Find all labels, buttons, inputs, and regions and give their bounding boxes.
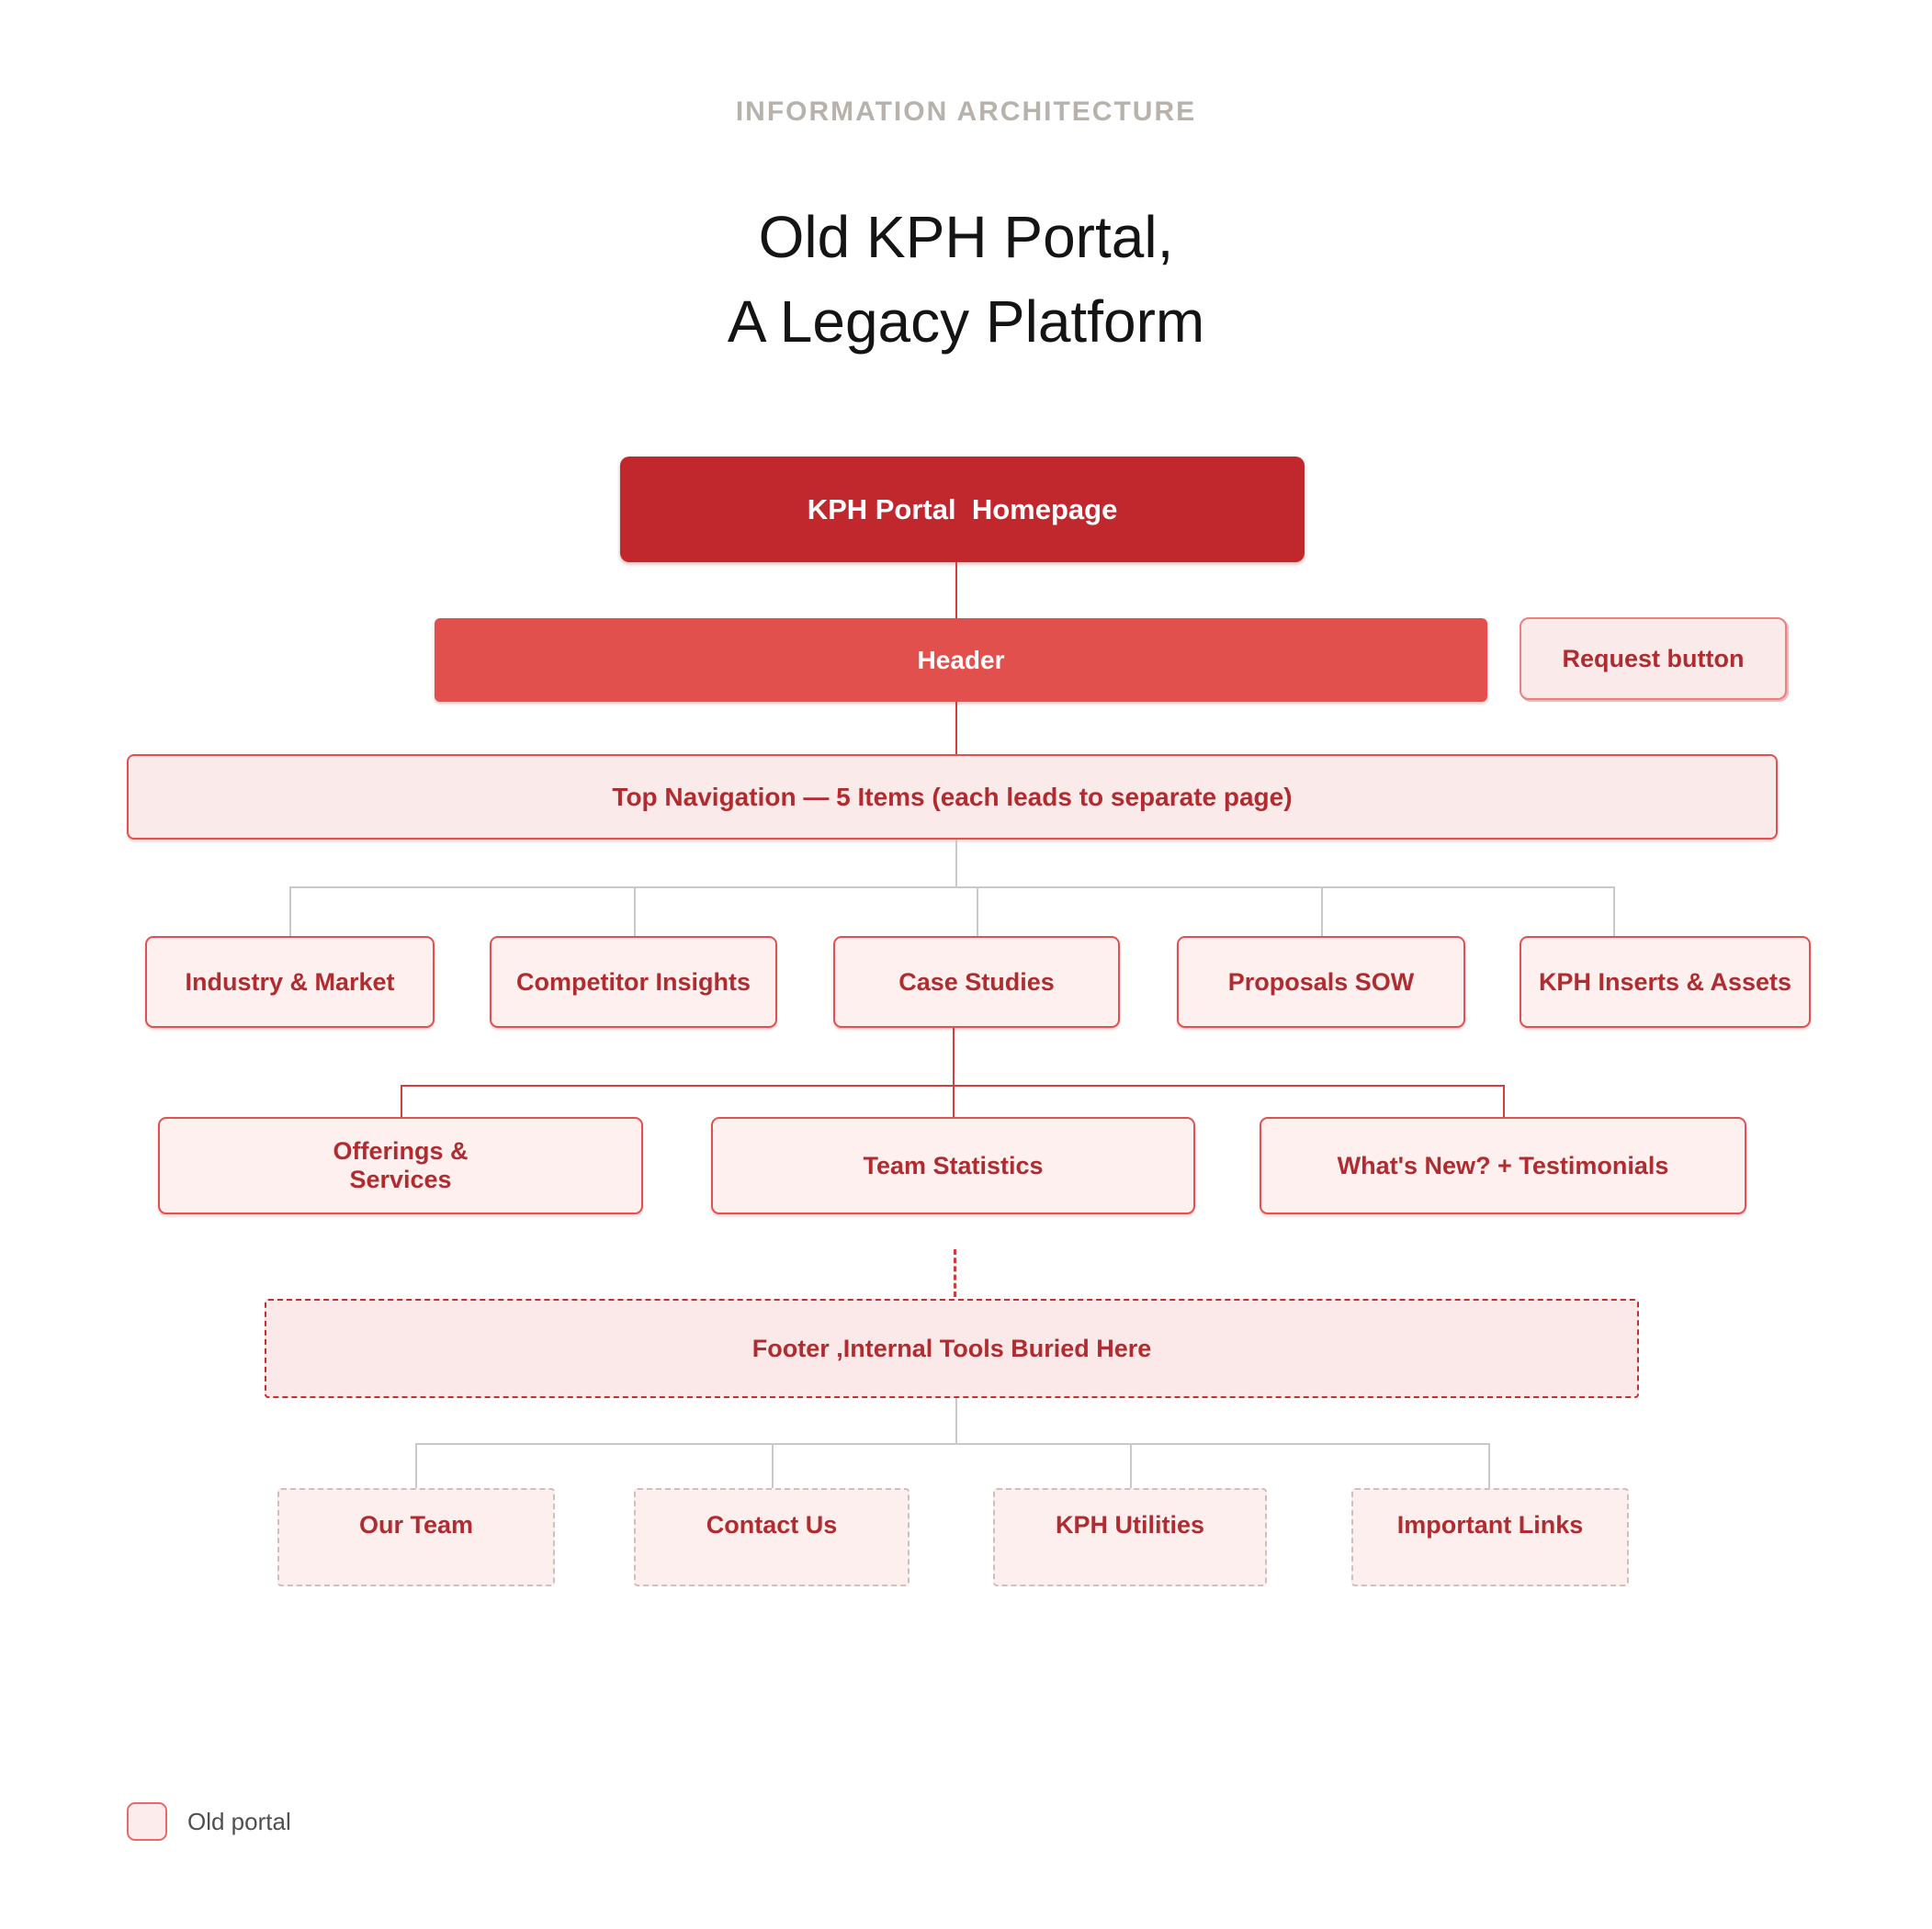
connector-header-to-topnav <box>955 702 957 754</box>
legend: Old portal <box>127 1802 291 1841</box>
connector-drop-offerings-services <box>401 1085 402 1117</box>
node-label: Contact Us <box>706 1511 838 1539</box>
node-label: KPH Inserts & Assets <box>1538 967 1792 996</box>
node-team-statistics: Team Statistics <box>711 1117 1195 1214</box>
node-offerings-services: Offerings & Services <box>158 1117 643 1214</box>
connector-drop-proposals-sow <box>1321 886 1323 936</box>
node-label: Header <box>917 645 1005 674</box>
page-title-line-1: Old KPH Portal, <box>758 204 1174 270</box>
connector-footer-stem <box>955 1398 957 1443</box>
node-label: Footer ,Internal Tools Buried Here <box>751 1334 1152 1362</box>
legend-old-portal-label: Old portal <box>187 1807 291 1835</box>
legend-old-portal-swatch <box>127 1802 167 1841</box>
node-label: Top Navigation — 5 Items (each leads to … <box>612 782 1293 811</box>
connector-topnav-rail <box>289 886 1614 888</box>
connector-drop-industry-market <box>289 886 291 936</box>
node-our-team: Our Team <box>277 1488 555 1586</box>
connector-drop-important-links <box>1488 1443 1490 1488</box>
connector-footer-rail <box>415 1443 1488 1445</box>
node-industry-market: Industry & Market <box>145 936 435 1028</box>
node-kph-utilities: KPH Utilities <box>993 1488 1267 1586</box>
connector-drop-contact-us <box>772 1443 774 1488</box>
node-contact-us: Contact Us <box>634 1488 910 1586</box>
node-footer: Footer ,Internal Tools Buried Here <box>265 1299 1639 1398</box>
node-label: Proposals SOW <box>1227 967 1415 996</box>
connector-case-studies-rail <box>401 1085 1504 1087</box>
node-case-studies: Case Studies <box>833 936 1120 1028</box>
connector-root-to-header <box>955 562 957 618</box>
page-title: Old KPH Portal, A Legacy Platform <box>0 195 1932 364</box>
node-label: Team Statistics <box>863 1151 1044 1179</box>
node-label: KPH Portal Homepage <box>807 492 1118 525</box>
node-request-button: Request button <box>1520 617 1787 700</box>
node-label: Important Links <box>1396 1511 1584 1539</box>
connector-topnav-stem <box>955 840 957 888</box>
node-kph-inserts-assets: KPH Inserts & Assets <box>1520 936 1811 1028</box>
node-label: Industry & Market <box>185 967 395 996</box>
node-label: Our Team <box>358 1511 474 1539</box>
node-header: Header <box>435 618 1487 702</box>
node-kph-portal-homepage: KPH Portal Homepage <box>620 457 1305 562</box>
connector-drop-whats-new <box>1503 1085 1505 1117</box>
page-title-line-2: A Legacy Platform <box>727 288 1205 355</box>
connector-drop-case-studies <box>977 886 978 936</box>
node-label: What's New? + Testimonials <box>1337 1151 1669 1179</box>
node-important-links: Important Links <box>1351 1488 1629 1586</box>
connector-drop-team-statistics <box>953 1085 955 1117</box>
node-label: Request button <box>1562 644 1745 672</box>
connector-case-studies-stem <box>953 1028 955 1085</box>
connector-drop-competitor-insights <box>634 886 636 936</box>
node-label: KPH Utilities <box>1055 1511 1205 1539</box>
node-label: Offerings & Services <box>333 1137 469 1193</box>
connector-drop-kph-inserts <box>1613 886 1615 936</box>
node-whats-new-testimonials: What's New? + Testimonials <box>1260 1117 1746 1214</box>
node-competitor-insights: Competitor Insights <box>490 936 777 1028</box>
node-top-navigation: Top Navigation — 5 Items (each leads to … <box>127 754 1778 840</box>
connector-drop-kph-utilities <box>1130 1443 1132 1488</box>
node-proposals-sow: Proposals SOW <box>1177 936 1465 1028</box>
connector-to-footer-dashed <box>954 1249 956 1297</box>
node-label: Competitor Insights <box>516 967 751 996</box>
eyebrow-label: INFORMATION ARCHITECTURE <box>735 96 1197 127</box>
node-label: Case Studies <box>898 967 1055 996</box>
connector-drop-our-team <box>415 1443 417 1488</box>
